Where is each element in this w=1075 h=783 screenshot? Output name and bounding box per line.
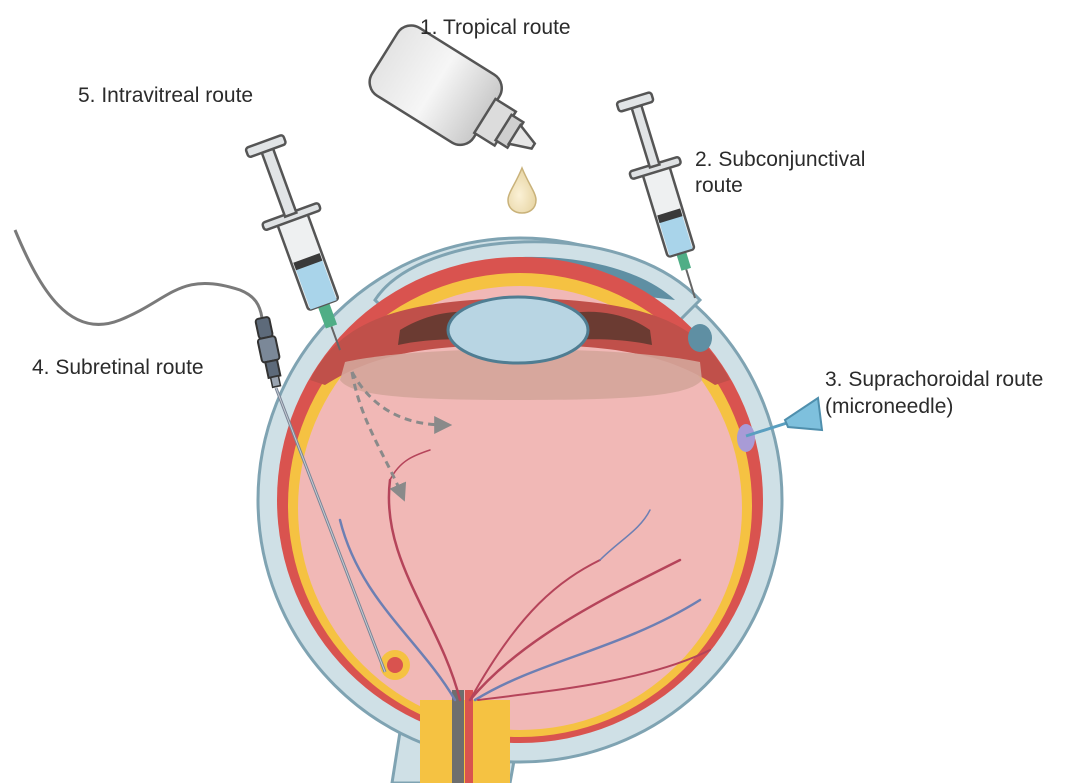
label-suprachoroidal-route-line2: (microneedle) bbox=[825, 393, 953, 420]
lens bbox=[448, 297, 588, 363]
optic-nerve-core bbox=[452, 690, 464, 783]
label-subretinal-route: 4. Subretinal route bbox=[32, 354, 204, 381]
label-subconjunctival-route-line2: route bbox=[695, 172, 743, 199]
label-subconjunctival-route-line1: 2. Subconjunctival bbox=[695, 146, 865, 173]
optic-nerve-artery bbox=[465, 690, 473, 783]
subconjunctival-bleb bbox=[688, 324, 712, 352]
eye-drop-bottle-icon bbox=[364, 19, 555, 180]
label-intravitreal-route: 5. Intravitreal route bbox=[78, 82, 253, 109]
suprachoroidal-bleb bbox=[737, 424, 755, 452]
fovea bbox=[387, 657, 403, 673]
label-topical-route: 1. Tropical route bbox=[420, 14, 571, 41]
drop-icon bbox=[508, 168, 536, 213]
eyeball bbox=[258, 238, 782, 783]
label-suprachoroidal-route-line1: 3. Suprachoroidal route bbox=[825, 366, 1043, 393]
